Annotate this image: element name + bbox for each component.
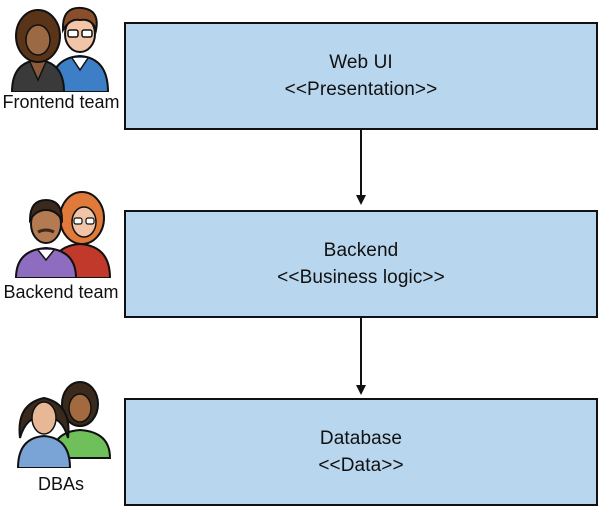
backend-team: Backend team	[0, 186, 122, 304]
backend-stereotype: <<Business logic>>	[277, 267, 445, 288]
database-title: Database	[319, 428, 403, 449]
backend-box: Backend <<Business logic>>	[124, 210, 598, 318]
dba-team-label: DBAs	[37, 474, 84, 494]
frontend-team: Frontend team	[0, 0, 122, 118]
frontend-team-icon	[10, 6, 110, 92]
dba-team-icon	[16, 381, 112, 468]
database-box: Database <<Data>>	[124, 398, 598, 506]
backend-title: Backend	[323, 240, 399, 261]
backend-team-label: Backend team	[3, 282, 119, 302]
database-stereotype: <<Data>>	[318, 455, 404, 476]
frontend-team-label: Frontend team	[2, 92, 120, 112]
dba-team: DBAs	[0, 376, 122, 494]
web-ui-box: Web UI <<Presentation>>	[124, 22, 598, 130]
web-ui-title: Web UI	[329, 52, 393, 73]
backend-team-icon	[14, 191, 112, 278]
web-ui-stereotype: <<Presentation>>	[284, 79, 438, 100]
